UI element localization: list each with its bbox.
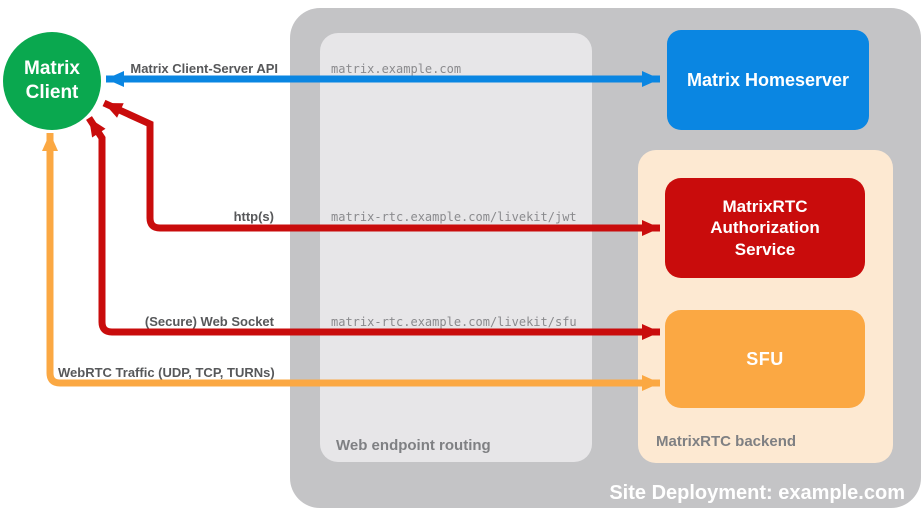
- edge-label-secure-web-socket: (Secure) Web Socket: [144, 314, 274, 329]
- edge-label-https: http(s): [233, 209, 274, 224]
- edge-label-webrtc-traffic: WebRTC Traffic (UDP, TCP, TURNs): [58, 365, 275, 380]
- matrix-homeserver-node: Matrix Homeserver: [667, 30, 869, 130]
- route-livekit-jwt: matrix-rtc.example.com/livekit/jwt: [331, 210, 577, 224]
- matrixrtc-authorization-service-node: MatrixRTC Authorization Service: [665, 178, 865, 278]
- edge-label-client-server-api: Matrix Client-Server API: [130, 61, 278, 76]
- sfu-label: SFU: [746, 348, 784, 369]
- matrix-client-node: Matrix Client: [3, 32, 101, 130]
- matrix-client-label-line2: Client: [25, 82, 79, 103]
- matrixrtc-backend-caption: MatrixRTC backend: [656, 433, 797, 450]
- web-endpoint-routing-panel: [320, 33, 592, 462]
- route-livekit-sfu: matrix-rtc.example.com/livekit/sfu: [331, 315, 577, 329]
- route-matrix-example-com: matrix.example.com: [331, 62, 462, 76]
- sfu-node: SFU: [665, 310, 865, 408]
- matrixrtc-authorization-service-label: MatrixRTC Authorization Service: [710, 197, 820, 259]
- site-deployment-caption: Site Deployment: example.com: [609, 482, 905, 504]
- matrix-homeserver-label: Matrix Homeserver: [686, 69, 850, 90]
- web-endpoint-routing-caption: Web endpoint routing: [336, 437, 491, 454]
- matrix-client-label-line1: Matrix: [24, 58, 80, 80]
